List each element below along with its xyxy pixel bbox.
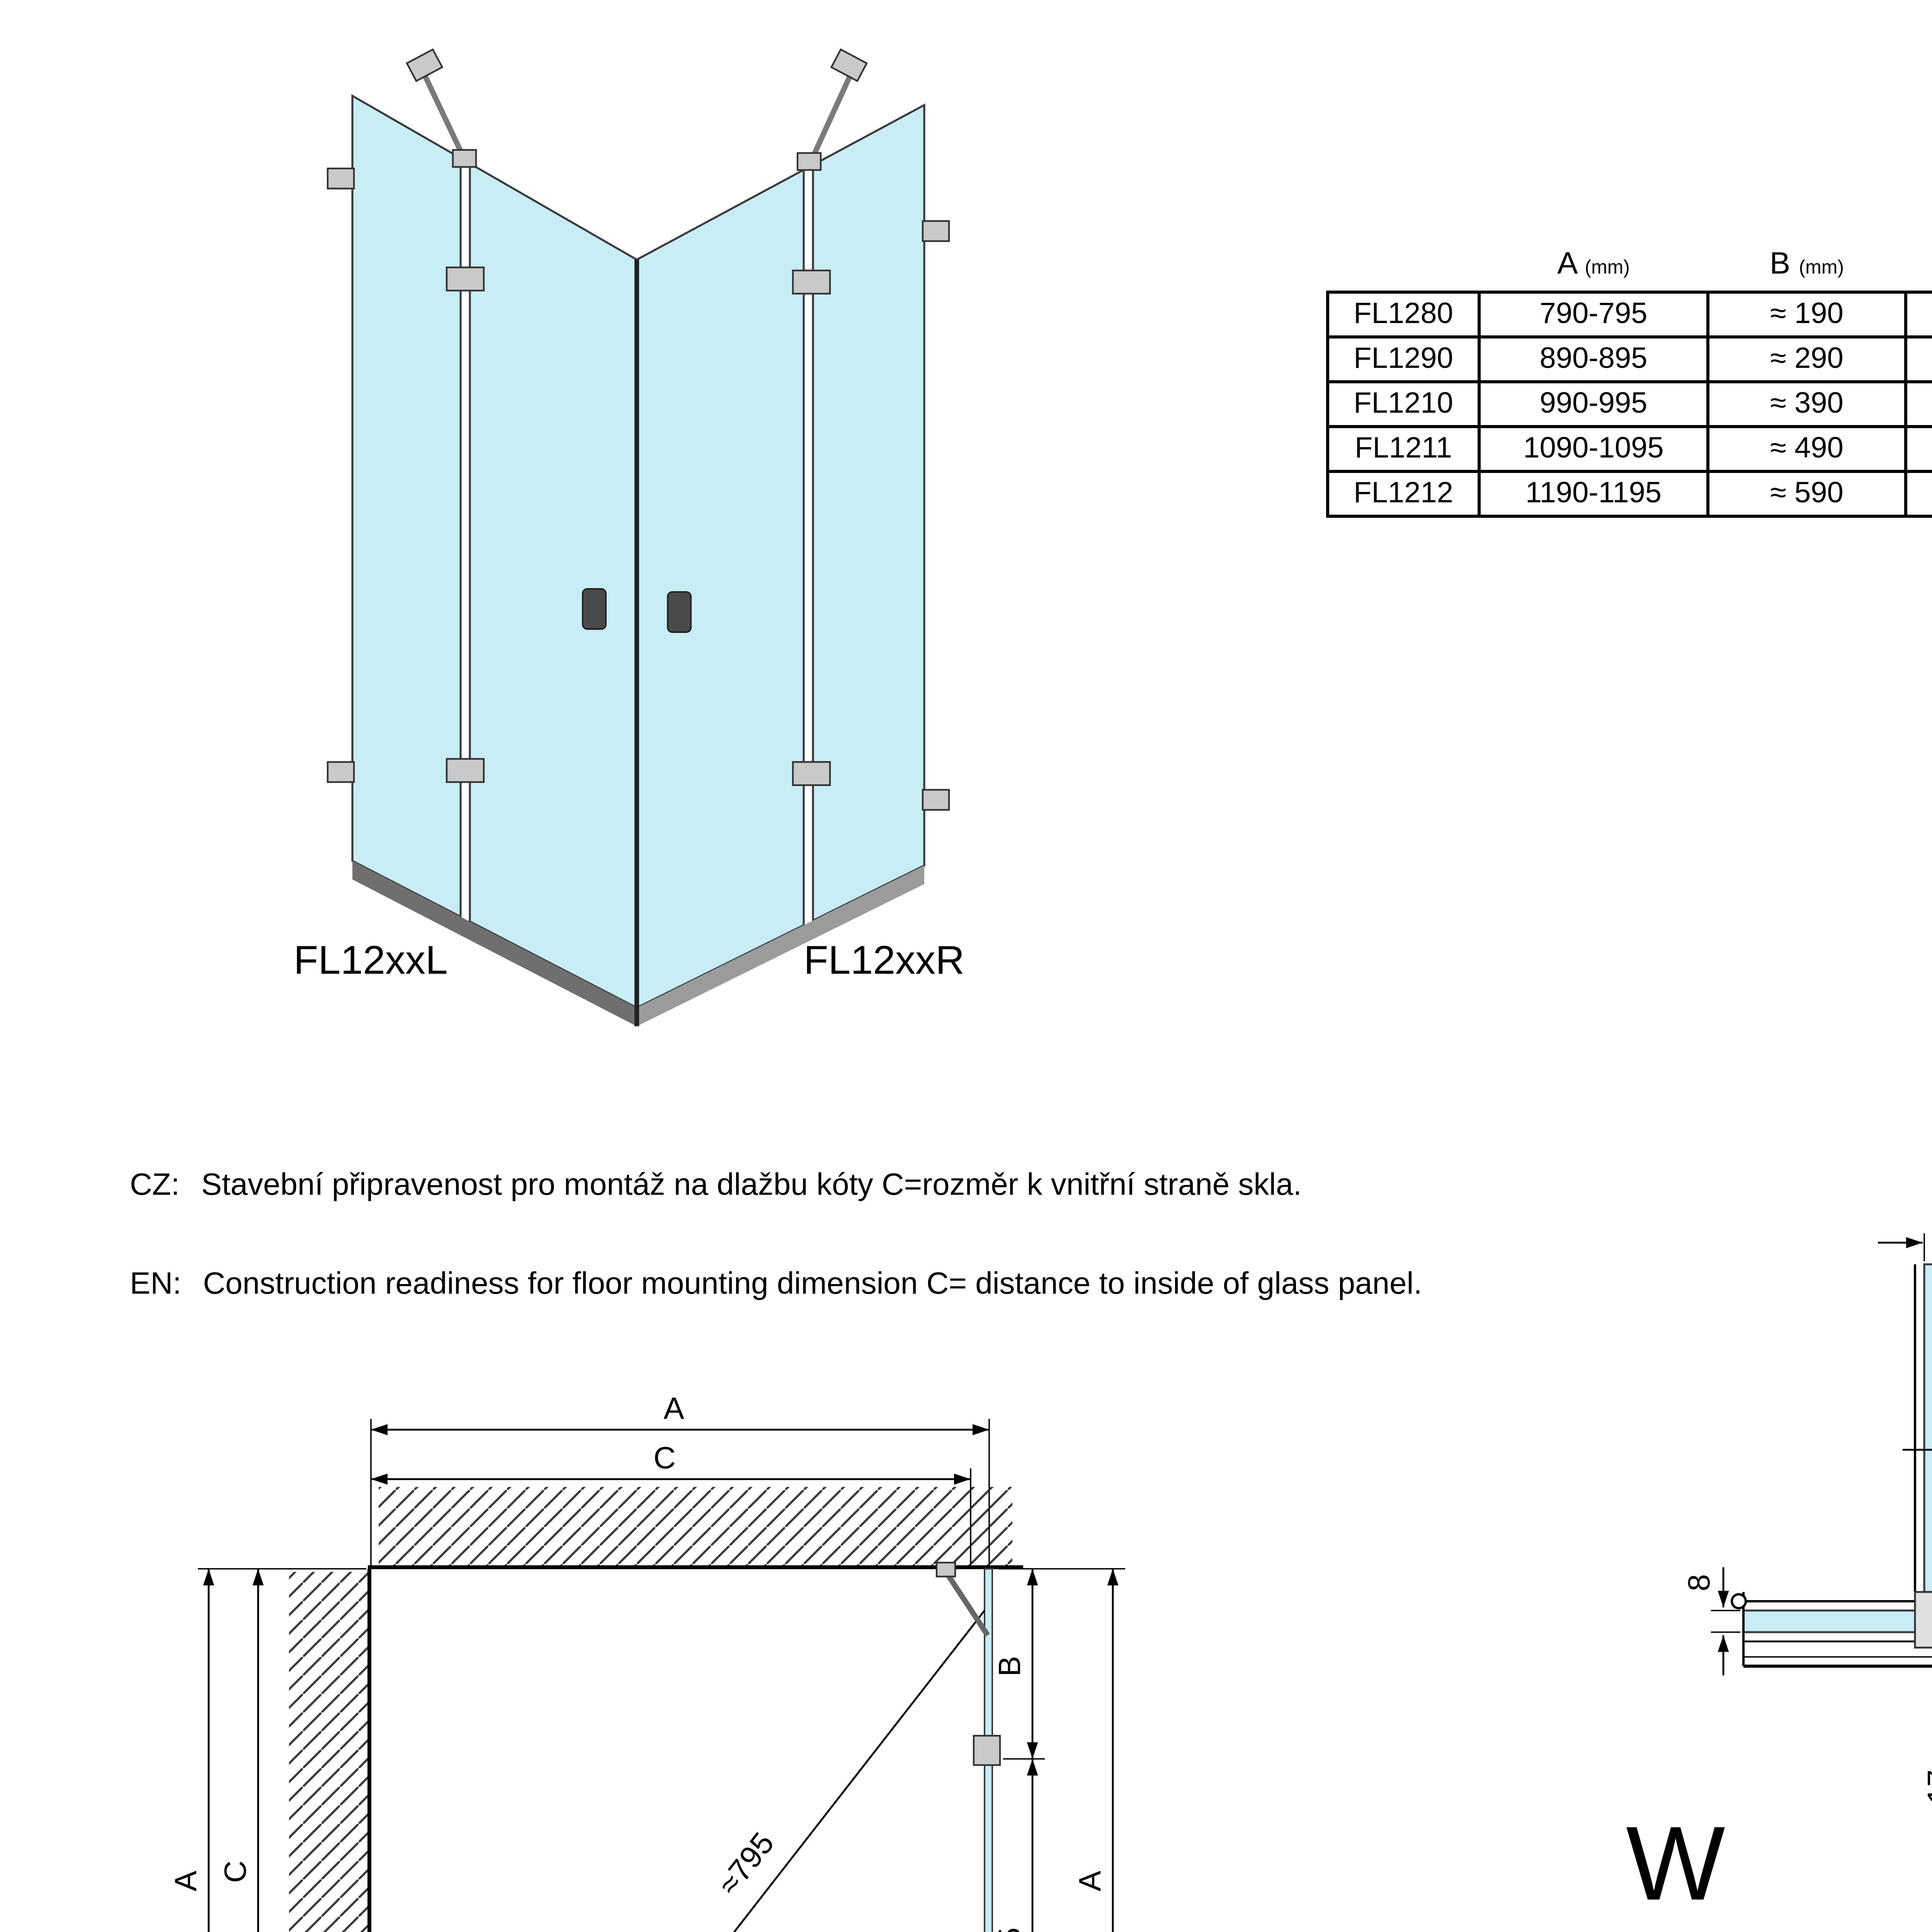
col-header-a: A (mm) [1557, 247, 1630, 281]
dim-label-c-top: C [653, 1440, 676, 1475]
left-fixed-panel [351, 94, 462, 918]
plan-walls [289, 1487, 1023, 1932]
bottom-rails [352, 861, 924, 1026]
col-header-b: B (mm) [1769, 247, 1844, 281]
table-row: FL1211 1090-1095 ≈ 490 1066-1071 [1326, 425, 1932, 473]
top-braces [405, 48, 868, 171]
detailv-profiles [1742, 1264, 1932, 1668]
note-en: EN: Construction readiness for floor moun… [130, 1267, 1422, 1303]
note-cz: CZ: Stavební připravenost pro montáž na d… [130, 1168, 1302, 1204]
table-row: FL1212 1190-1195 ≈ 590 1166-1171 [1326, 470, 1932, 518]
model-cell: FL1280 [1326, 291, 1481, 338]
dim-label-a-left: A [168, 1871, 203, 1891]
left-door-panel [469, 162, 638, 1010]
size-table: A (mm) B (mm) C (mm) FL1280 790-795 ≈ 19… [1326, 244, 1932, 518]
dim-label: 17 [1921, 1770, 1932, 1804]
door-hinges [446, 266, 831, 786]
model-label-left: FL12xxL [294, 937, 448, 983]
door-handles [582, 588, 692, 633]
gasket [1731, 1593, 1747, 1609]
detailv-dims: 8 17 8 17 [1682, 1233, 1932, 1804]
table-row: FL1280 790-795 ≈ 190 766-771 [1326, 291, 1932, 338]
dim-label-c-left: C [218, 1861, 252, 1883]
door-swing-line [733, 1610, 985, 1932]
detailv-corner-connector [1914, 1591, 1932, 1649]
glass-panels [351, 94, 925, 1010]
col-header-c: C (mm) [1906, 244, 1932, 292]
detail-v-drawing: 8 17 8 17 [1682, 1233, 1932, 1804]
right-door-panel [636, 168, 805, 1010]
model-cell: FL1290 [1326, 335, 1481, 383]
model-cell: FL1212 [1326, 470, 1481, 518]
dim-label-a-right: A [1073, 1871, 1107, 1891]
note-en-text: Construction readiness for floor mountin… [203, 1267, 1422, 1301]
dim-label-diagonal: ≈795 [711, 1826, 781, 1901]
plan-hardware [935, 1561, 1001, 1766]
dim-label: 8 [1682, 1574, 1716, 1592]
right-fixed-panel [812, 103, 925, 922]
note-cz-label: CZ: [130, 1168, 180, 1202]
detailv-glass [1742, 1263, 1932, 1633]
isometric-view [327, 48, 950, 1026]
dim-label-a-top: A [663, 1391, 684, 1425]
model-label-right: FL12xxR [804, 937, 965, 983]
model-cell: FL1211 [1326, 425, 1481, 473]
dim-label-b-right: B [992, 1656, 1027, 1676]
plan-view: W V [168, 1391, 1125, 1932]
detail-w-title: W [1626, 1805, 1725, 1923]
model-cell: FL1210 [1326, 380, 1481, 428]
table-header-row: A (mm) B (mm) C (mm) [1328, 244, 1932, 292]
plan-glass-panels [984, 1568, 993, 1932]
wall-brackets [327, 167, 950, 811]
dim-label-565-right: ≈ 565 [992, 1927, 1027, 1932]
table-row: FL1290 890-895 ≈ 290 866-871 [1326, 335, 1932, 383]
table-row: FL1210 990-995 ≈ 390 966-971 [1326, 380, 1932, 428]
note-en-label: EN: [130, 1267, 182, 1301]
note-cz-text: Stavební připravenost pro montáž na dlaž… [201, 1168, 1302, 1202]
